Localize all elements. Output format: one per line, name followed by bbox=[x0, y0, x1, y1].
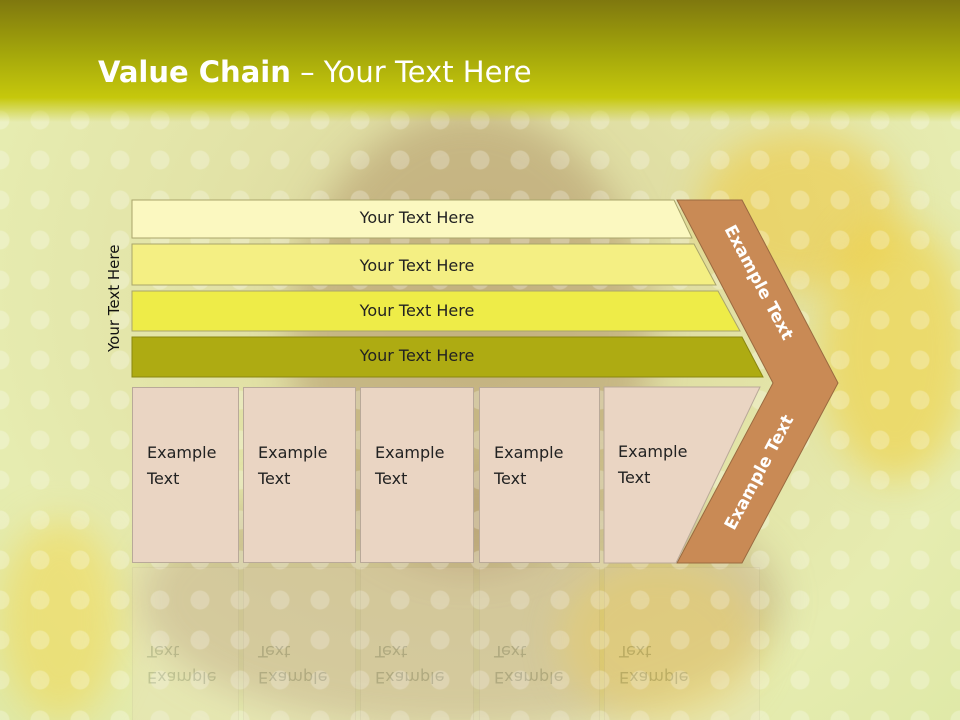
box-line-2: Text bbox=[375, 469, 408, 488]
bar-3-shape[interactable] bbox=[131, 290, 741, 332]
box-line-2: Text bbox=[147, 469, 180, 488]
bar-1-label: Your Text Here bbox=[359, 208, 475, 227]
box-line-1: Example bbox=[494, 443, 564, 462]
chevron-shape[interactable] bbox=[676, 199, 839, 564]
box-line-2: Text bbox=[618, 468, 651, 487]
slide-title[interactable]: Value Chain – Your Text Here bbox=[98, 55, 532, 89]
title-regular-part: – Your Text Here bbox=[290, 55, 532, 89]
bar-2-shape[interactable] bbox=[131, 243, 717, 286]
background-flower bbox=[820, 220, 960, 480]
bar-2-label: Your Text Here bbox=[359, 256, 475, 275]
background-flower bbox=[560, 560, 760, 720]
box-line-2: Text bbox=[494, 469, 527, 488]
bar-1-shape[interactable] bbox=[131, 199, 693, 239]
last-box-shape[interactable] bbox=[603, 386, 761, 564]
box-line-1: Example bbox=[147, 443, 217, 462]
box-line-1: Example bbox=[618, 442, 688, 461]
box-line-1: Example bbox=[375, 443, 445, 462]
box-line-2: Text bbox=[258, 469, 291, 488]
title-bold-part: Value Chain bbox=[98, 55, 291, 89]
title-bar bbox=[0, 0, 960, 122]
background-flower bbox=[0, 520, 120, 720]
bar-4-shape[interactable] bbox=[131, 336, 764, 378]
box-line-1: Example bbox=[258, 443, 328, 462]
bar-3-label: Your Text Here bbox=[359, 301, 475, 320]
bar-4-label: Your Text Here bbox=[359, 346, 475, 365]
